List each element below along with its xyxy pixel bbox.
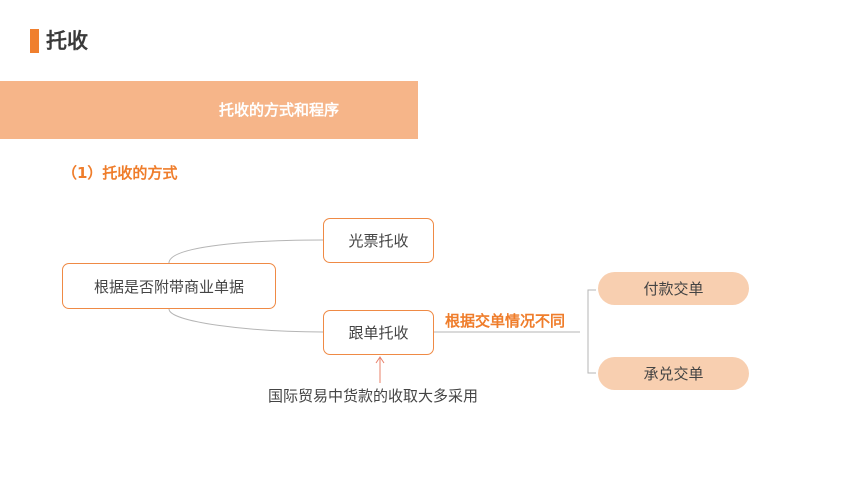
documentary-collection-node: 跟单托收 — [323, 310, 434, 355]
section-banner: 托收的方式和程序 — [0, 81, 418, 139]
connector-root-to-clean — [168, 239, 324, 264]
section-heading: （1）托收的方式 — [62, 164, 178, 182]
clean-collection-label: 光票托收 — [348, 232, 409, 250]
note-text: 国际贸易中货款的收取大多采用 — [268, 387, 479, 405]
page-title: 托收 — [46, 29, 88, 53]
da-label: 承兑交单 — [643, 365, 704, 383]
documentary-collection-label: 跟单托收 — [348, 324, 409, 342]
banner-title: 托收的方式和程序 — [219, 101, 340, 119]
dp-node: 付款交单 — [598, 272, 749, 305]
root-node: 根据是否附带商业单据 — [62, 263, 276, 309]
note-arrow-head — [375, 356, 385, 364]
da-node: 承兑交单 — [598, 357, 749, 390]
title-accent-bar — [30, 29, 39, 53]
root-node-label: 根据是否附带商业单据 — [93, 277, 244, 296]
condition-label: 根据交单情况不同 — [445, 312, 566, 330]
clean-collection-node: 光票托收 — [323, 218, 434, 263]
dp-label: 付款交单 — [643, 280, 704, 298]
bracket — [587, 289, 596, 374]
connector-root-to-documentary — [168, 308, 324, 333]
